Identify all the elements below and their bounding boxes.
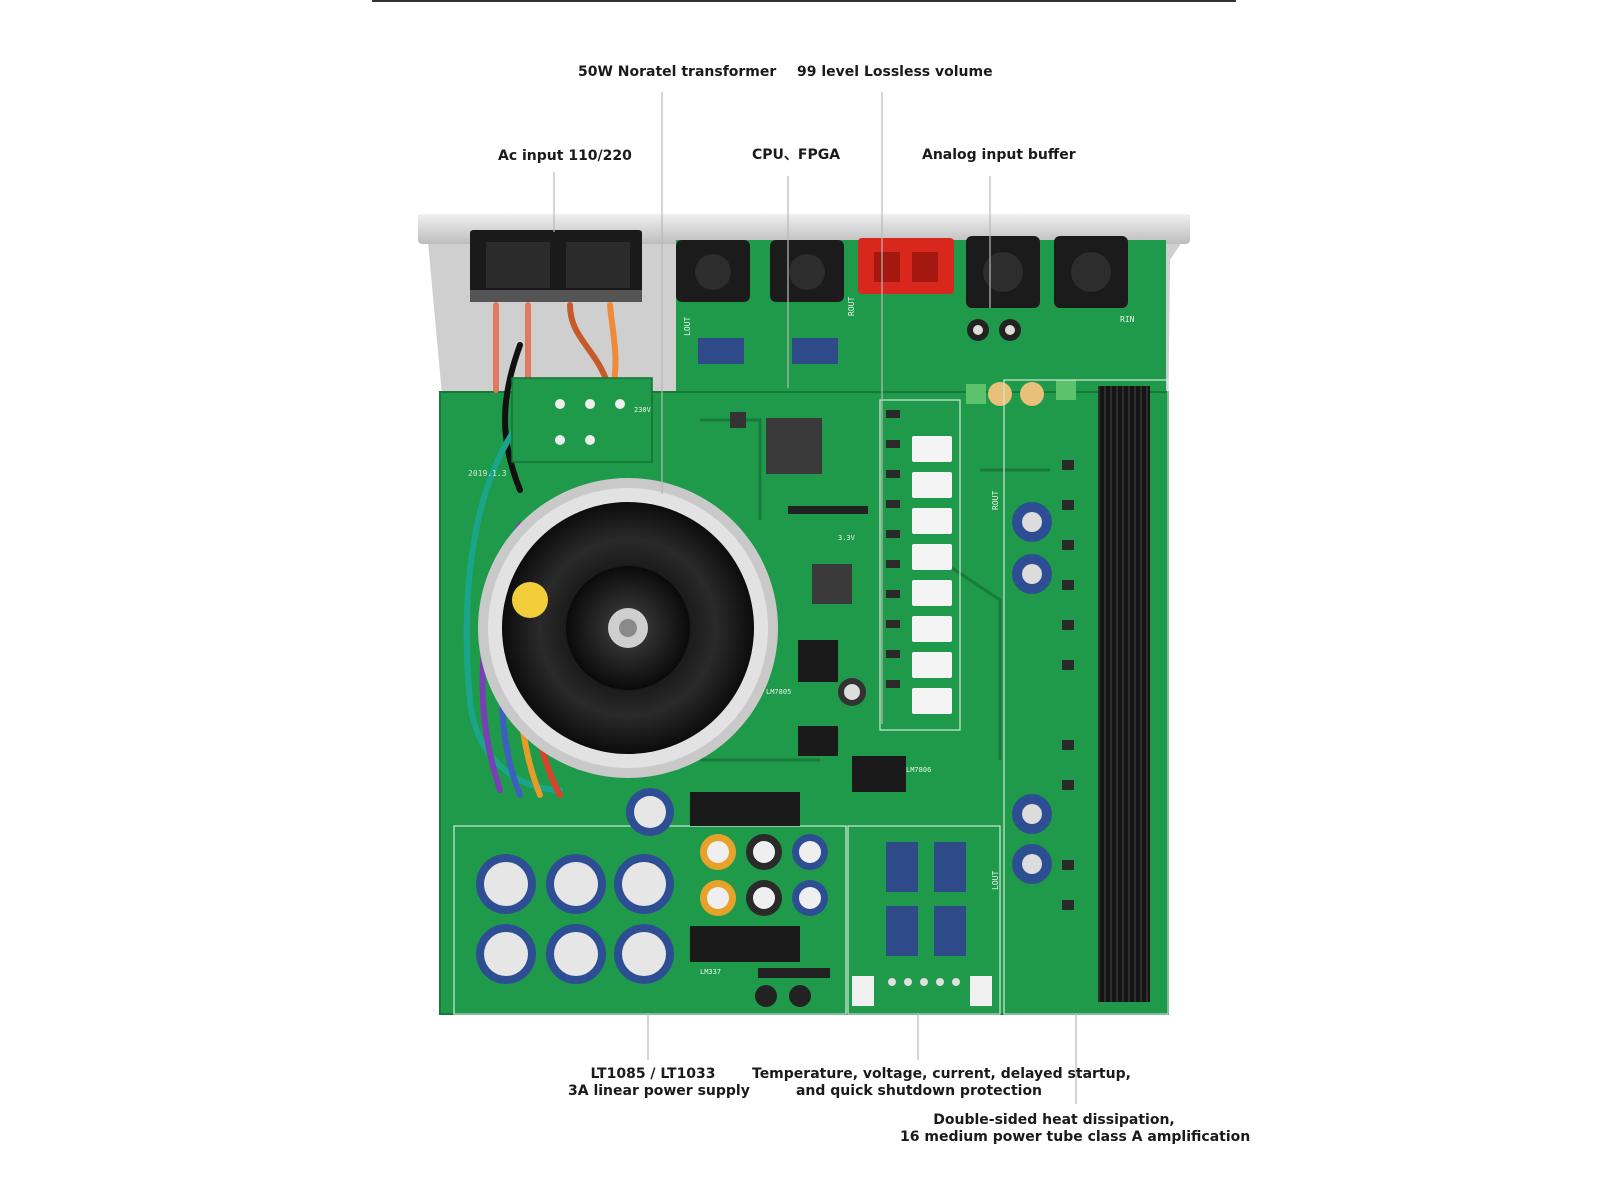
board-label-lout-mid: LOUT <box>991 871 1000 890</box>
callout-heat-line1: Double-sided heat dissipation, <box>933 1112 1175 1128</box>
amplifier-section <box>1003 379 1169 1015</box>
callout-transformer: 50W Noratel transformer <box>578 64 776 81</box>
xlr-connectors <box>676 236 1128 308</box>
callout-protection-line2: and quick shutdown protection <box>795 1083 1043 1099</box>
callout-analog-buffer: Analog input buffer <box>922 147 1076 164</box>
callout-ac-input-text: Ac input 110/220 <box>498 148 632 164</box>
top-relays <box>698 338 838 364</box>
callout-volume-text: 99 level Lossless volume <box>797 64 993 80</box>
board-label-rin: RIN <box>1120 315 1135 324</box>
board-label-rout-top: ROUT <box>847 297 856 316</box>
callout-protection: Temperature, voltage, current, delayed s… <box>752 1066 1131 1100</box>
top-rule <box>372 0 1236 2</box>
callout-transformer-text: 50W Noratel transformer <box>578 64 777 80</box>
callout-cpu-fpga: CPU、FPGA <box>752 147 840 164</box>
board-label-rout-mid: ROUT <box>991 491 1000 510</box>
board-label-3v3: 3.3V <box>838 534 856 542</box>
voltage-regulators <box>798 640 906 792</box>
heatsink <box>1098 386 1150 1002</box>
callout-power-supply-line2: 3A linear power supply <box>568 1083 750 1099</box>
callout-analog-buffer-text: Analog input buffer <box>922 147 1076 163</box>
board-label-lm337: LM337 <box>700 968 721 976</box>
rca-connectors <box>858 238 954 294</box>
board-label-lout: LOUT <box>683 317 692 336</box>
board-label-230v: 230V <box>634 406 652 414</box>
toroidal-transformer <box>478 478 778 778</box>
buffer-capacitors <box>966 319 1076 406</box>
callout-protection-line1: Temperature, voltage, current, delayed s… <box>752 1066 1131 1082</box>
protection-section <box>847 825 1001 1015</box>
cpu-fpga-chips <box>730 412 868 604</box>
callout-power-supply-line1: LT1085 / LT1033 <box>590 1066 716 1082</box>
power-supply-section <box>453 788 847 1015</box>
board-label-lm7806: LM7806 <box>906 766 931 774</box>
terminal-board: 230V <box>511 377 653 463</box>
board-label-date: 2019.1.3 <box>468 469 507 478</box>
callout-power-supply: LT1085 / LT1033 3A linear power supply <box>568 1066 750 1100</box>
board-label-lm7805: LM7805 <box>766 688 791 696</box>
callout-cpu-fpga-text: CPU、FPGA <box>752 147 841 163</box>
callout-heat-dissipation: Double-sided heat dissipation, 16 medium… <box>900 1112 1251 1146</box>
ac-input-socket <box>470 230 642 302</box>
callout-heat-line2: 16 medium power tube class A amplificati… <box>900 1129 1251 1145</box>
callout-volume: 99 level Lossless volume <box>797 64 993 81</box>
volume-relay-ladder <box>879 399 961 731</box>
callout-ac-input: Ac input 110/220 <box>498 148 632 165</box>
